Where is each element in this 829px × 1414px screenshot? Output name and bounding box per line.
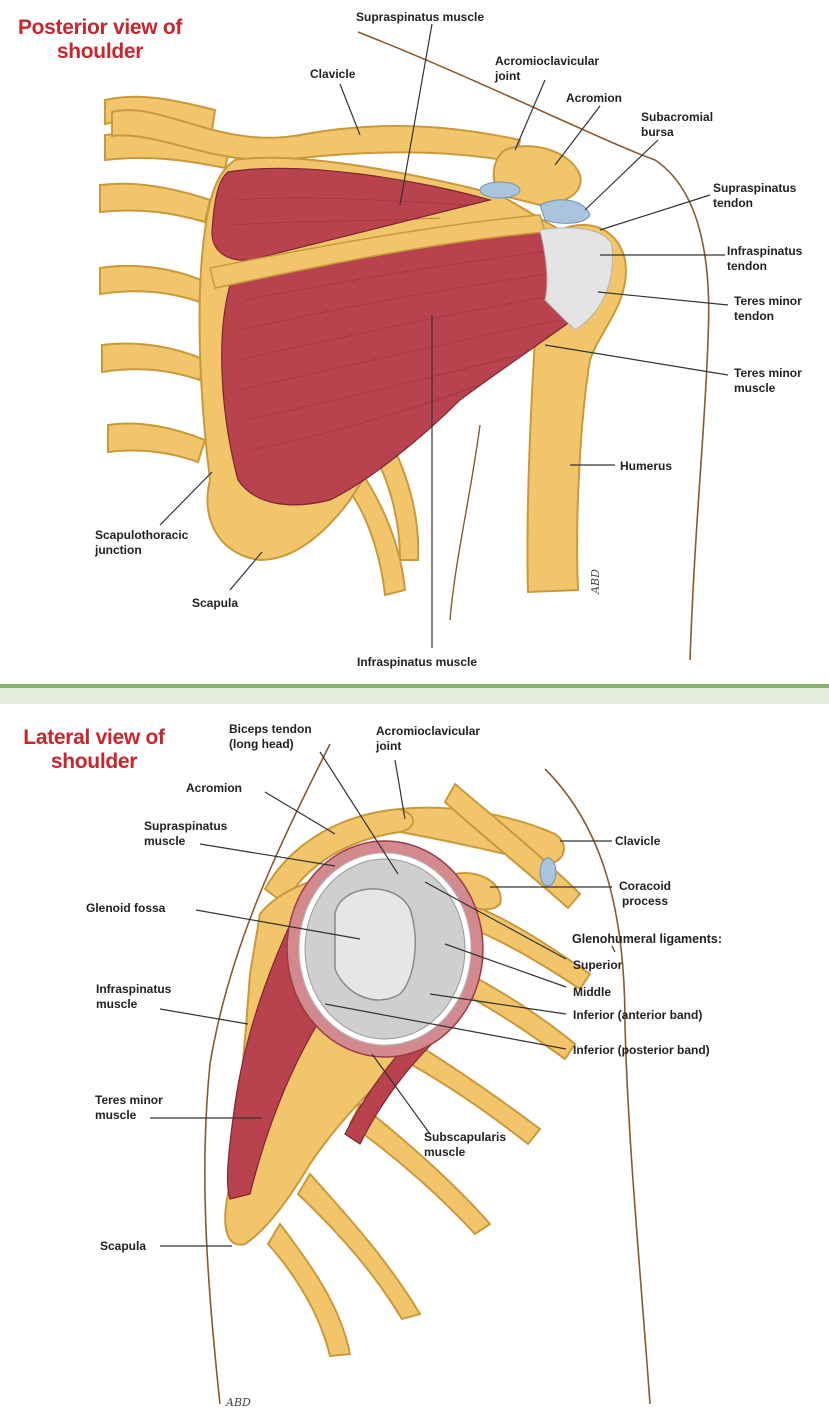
label-lateral-scapula: Scapula	[100, 1239, 147, 1253]
subacromial-bursa-shape	[539, 199, 591, 224]
lateral-title: Lateral view of shoulder	[23, 726, 165, 773]
label-supraspinatus-muscle: Supraspinatus muscle	[356, 10, 485, 24]
label-acromion: Acromion	[566, 91, 623, 105]
glenoid-fossa-shape	[334, 888, 416, 1001]
label-coracoid-process: Coracoid process	[619, 879, 672, 908]
label-glenoid-fossa: Glenoid fossa	[86, 901, 166, 915]
lateral-artist-signature: ABD	[226, 1396, 251, 1409]
label-clavicle: Clavicle	[310, 67, 356, 81]
label-ligament-superior: Superior	[573, 958, 623, 972]
bursa-small	[479, 181, 521, 199]
label-infraspinatus-muscle: Infraspinatus muscle	[357, 655, 478, 669]
label-scapula: Scapula	[192, 596, 239, 610]
posterior-leader-lines	[159, 23, 729, 648]
label-lateral-teres-minor: Teres minor muscle	[95, 1093, 163, 1122]
label-ligament-inferior-posterior: Inferior (posterior band)	[573, 1043, 710, 1057]
label-lateral-clavicle: Clavicle	[615, 834, 661, 848]
lateral-leader-lines	[150, 751, 616, 1247]
label-biceps-tendon: Biceps tendon (long head)	[229, 722, 312, 751]
lateral-acromion-bone	[263, 807, 415, 906]
arm-outline	[449, 424, 481, 621]
label-ligament-inferior-anterior: Inferior (anterior band)	[573, 1008, 703, 1022]
posterior-view-panel: Posterior view of shoulder Supraspinatus…	[0, 0, 829, 684]
label-scapulothoracic-junction: Scapulothoracic junction	[95, 528, 189, 557]
muscle-fibers	[231, 197, 586, 451]
posterior-title: Posterior view of shoulder	[17, 16, 183, 63]
label-subacromial-bursa: Subacromial bursa	[641, 110, 714, 139]
artist-signature: ABD	[588, 569, 602, 594]
body-outline	[357, 31, 710, 661]
label-acromioclavicular-joint: Acromioclavicular joint	[495, 54, 600, 83]
label-lateral-ac-joint: Acromioclavicular joint	[376, 724, 481, 753]
lateral-body-outline-right	[544, 768, 651, 1405]
panel-divider	[0, 684, 829, 704]
lateral-view-panel: Lateral view of shoulder Biceps tendon (…	[0, 704, 829, 1414]
lateral-illustration	[150, 743, 651, 1405]
label-supraspinatus-tendon: Supraspinatus tendon	[713, 181, 797, 210]
label-ligament-middle: Middle	[573, 985, 611, 999]
lateral-ribs	[266, 902, 592, 1358]
posterior-illustration	[99, 23, 729, 661]
sc-joint-cartilage	[539, 857, 557, 887]
label-infraspinatus-tendon: Infraspinatus tendon	[727, 244, 803, 273]
label-teres-minor-tendon: Teres minor tendon	[734, 294, 802, 323]
label-lateral-infraspinatus: Infraspinatus muscle	[96, 982, 172, 1011]
label-teres-minor-muscle: Teres minor muscle	[734, 366, 802, 395]
label-subscapularis-muscle: Subscapularis muscle	[424, 1130, 507, 1159]
label-lateral-acromion: Acromion	[186, 781, 243, 795]
label-glenohumeral-ligaments: Glenohumeral ligaments:	[572, 932, 723, 946]
label-humerus: Humerus	[620, 459, 673, 473]
label-lateral-supraspinatus: Supraspinatus muscle	[144, 819, 228, 848]
lateral-body-outline-left	[204, 743, 331, 1405]
